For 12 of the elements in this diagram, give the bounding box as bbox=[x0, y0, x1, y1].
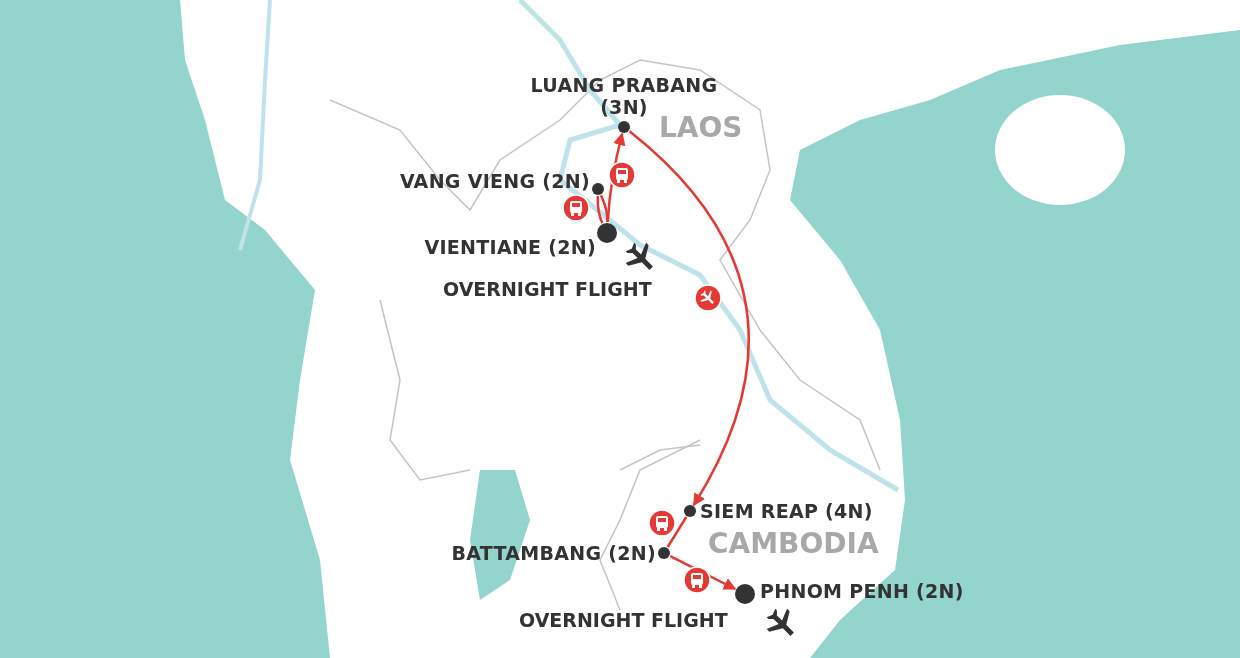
flight-note: OVERNIGHT FLIGHT bbox=[443, 280, 652, 299]
route-arrow bbox=[628, 130, 750, 507]
city-name: BATTAMBANG (2N) bbox=[451, 542, 656, 564]
city-name: VANG VIENG (2N) bbox=[399, 170, 590, 192]
country-label: LAOS bbox=[659, 114, 743, 142]
city-name: VIENTIANE (2N) bbox=[424, 236, 596, 258]
country-label: CAMBODIA bbox=[708, 530, 879, 558]
route-line bbox=[599, 194, 609, 222]
city-name: SIEM REAP (4N) bbox=[700, 500, 873, 522]
route-line bbox=[596, 195, 604, 224]
flight-note: OVERNIGHT FLIGHT bbox=[519, 611, 728, 630]
route-line bbox=[666, 516, 688, 548]
